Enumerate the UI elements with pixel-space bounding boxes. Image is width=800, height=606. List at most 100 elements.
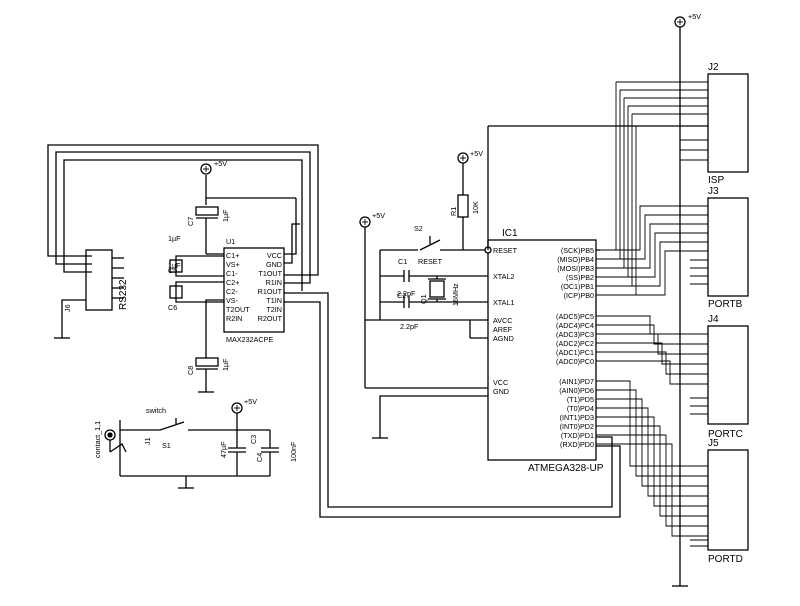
c4-ref: C4: [255, 453, 264, 462]
max232-pin-c1m: C1-: [226, 269, 238, 278]
reset-label: RESET: [418, 257, 443, 266]
j4-label: PORTC: [708, 429, 743, 440]
rs232-serial-wires: [47, 144, 319, 291]
max232-pin-vsp: VS+: [226, 260, 240, 269]
mcu-supply: +5V: [372, 211, 385, 220]
port-wire: [596, 360, 708, 385]
port-wire: [596, 324, 708, 345]
mcu-pin-pc4: (ADC4)PC4: [556, 321, 594, 330]
c6-value: 1µF: [168, 261, 181, 270]
mcu-part: ATMEGA328-UP: [528, 463, 604, 474]
switch-title: switch: [146, 406, 166, 415]
j2-label: ISP: [708, 175, 724, 186]
mcu-pin-xtal2: XTAL2: [493, 272, 514, 281]
jack-ref: J1: [143, 437, 152, 445]
port-wire: [596, 82, 617, 251]
max232-pin-c1p: C1+: [226, 251, 239, 260]
rs232-label: RS232: [118, 279, 129, 310]
max232-pin-c2m: C2-: [226, 287, 238, 296]
r1-ref: R1: [449, 207, 458, 216]
mcu-pin-pb0: (ICP)PB0: [564, 291, 594, 300]
j5-label: PORTD: [708, 554, 743, 565]
j4-ref: J4: [708, 314, 719, 325]
port-wire: [596, 342, 708, 365]
mcu-pin-pc2: (ADC2)PC2: [556, 339, 594, 348]
power-switch-section: contact_1,1 J1 switch S1 +5V 47µF C3 C4 …: [93, 397, 298, 489]
mcu-pin-pd0: (RXD)PD0: [560, 440, 594, 449]
max232-pin-vsm: VS-: [226, 296, 239, 305]
c4-value: 100nF: [289, 441, 298, 462]
port-wire: [616, 205, 708, 251]
port-wire: [596, 106, 629, 278]
max232-pin-r1out: R1OUT: [258, 287, 283, 296]
c8-ref: C8: [186, 366, 195, 375]
max232-pin-r1in: R1IN: [266, 278, 282, 287]
j3-label: PORTB: [708, 299, 743, 310]
port-wire: [596, 380, 708, 467]
port-wire: [596, 443, 708, 537]
rs232-connector: RS232 J6: [54, 249, 129, 339]
port-connectors: J2 ISP J3 PORTB J4 PORTC J5 PORTD: [707, 62, 749, 565]
c1-ref: C1: [398, 257, 407, 266]
max232-pin-r2in: R2IN: [226, 314, 242, 323]
mcu-pin-avcc: AVCC: [493, 316, 512, 325]
c3-value: 47µF: [219, 441, 228, 458]
rail-supply: +5V: [688, 12, 701, 21]
port-wire: [596, 425, 708, 517]
switch-supply: +5V: [244, 397, 257, 406]
contact-ref: contact_1,1: [93, 421, 102, 458]
rs232-ref: J6: [63, 304, 72, 312]
mcu-support-circuit: +5V +5V R1 10K S2 RESET C1 2.2pF: [359, 149, 488, 439]
j2-ref: J2: [708, 62, 719, 73]
mcu-pin-aref: AREF: [493, 325, 513, 334]
mcu-pin-gnd: GND: [493, 387, 509, 396]
mcu-pin-pb5: (SCK)PB5: [561, 246, 594, 255]
r1-value: 10K: [471, 201, 480, 214]
c3-ref: C3: [249, 435, 258, 444]
mcu-pin-pc1: (ADC1)PC1: [556, 348, 594, 357]
mcu-pin-pd2: (INT0)PD2: [560, 422, 594, 431]
port-wire: [624, 223, 708, 269]
mcu-pin-pc3: (ADC3)PC3: [556, 330, 594, 339]
mcu-pin-pd1: (TXD)PD1: [561, 431, 594, 440]
mcu-pin-pc0: (ADC0)PC0: [556, 357, 594, 366]
mcu-pin-pd6: (AIN0)PD6: [559, 386, 594, 395]
max232-part: MAX232ACPE: [226, 335, 273, 344]
mcu-pin-xtal1: XTAL1: [493, 298, 514, 307]
mcu-pin-pd3: (INT1)PD3: [560, 413, 594, 422]
atmega328-chip: IC1 ATMEGA328-UP RESET XTAL2 XTAL1 AVCC …: [484, 228, 604, 474]
j5-ref: J5: [708, 438, 719, 449]
max232-pin-c2p: C2+: [226, 278, 239, 287]
c2-ref: C2: [397, 291, 406, 300]
mcu-pin-pb3: (MOSI)PB3: [557, 264, 594, 273]
mcu-ref: IC1: [502, 228, 518, 239]
max232-pin-t1out: T1OUT: [258, 269, 282, 278]
port-wire: [596, 416, 708, 507]
max232-wiring: +5V C7 1µF 1µF C5 1µF C6 C8 1µF: [168, 159, 621, 518]
max232-pin-t1in: T1IN: [266, 296, 282, 305]
c5-ref: C5: [168, 266, 177, 275]
port-wire: [596, 114, 633, 287]
c7-value: 1µF: [221, 209, 230, 222]
port-wire: [636, 250, 708, 296]
mcu-pin-pd7: (AIN1)PD7: [559, 377, 594, 386]
mcu-pin-vcc: VCC: [493, 378, 508, 387]
max232-pin-t2in: T2IN: [266, 305, 282, 314]
max232-pin-r2out: R2OUT: [258, 314, 283, 323]
mcu-pin-reset: RESET: [493, 246, 518, 255]
port-wire: [620, 214, 708, 260]
j3-ref: J3: [708, 186, 719, 197]
reset-supply: +5V: [470, 149, 483, 158]
mcu-pin-pc5: (ADC5)PC5: [556, 312, 594, 321]
switch-ref: S1: [162, 441, 171, 450]
max232-chip: U1 MAX232ACPE C1+ VS+ C1- C2+ C2- VS- T2…: [223, 237, 285, 344]
c1-value: 2.2pF: [397, 289, 416, 298]
c6-ref: C6: [168, 303, 177, 312]
port-wire: [628, 232, 708, 278]
mcu-pin-agnd: AGND: [493, 334, 514, 343]
c2-value: 2.2pF: [400, 322, 419, 331]
port-wire: [596, 407, 708, 497]
c7-ref: C7: [186, 217, 195, 226]
max232-pin-vcc: VCC: [267, 251, 282, 260]
